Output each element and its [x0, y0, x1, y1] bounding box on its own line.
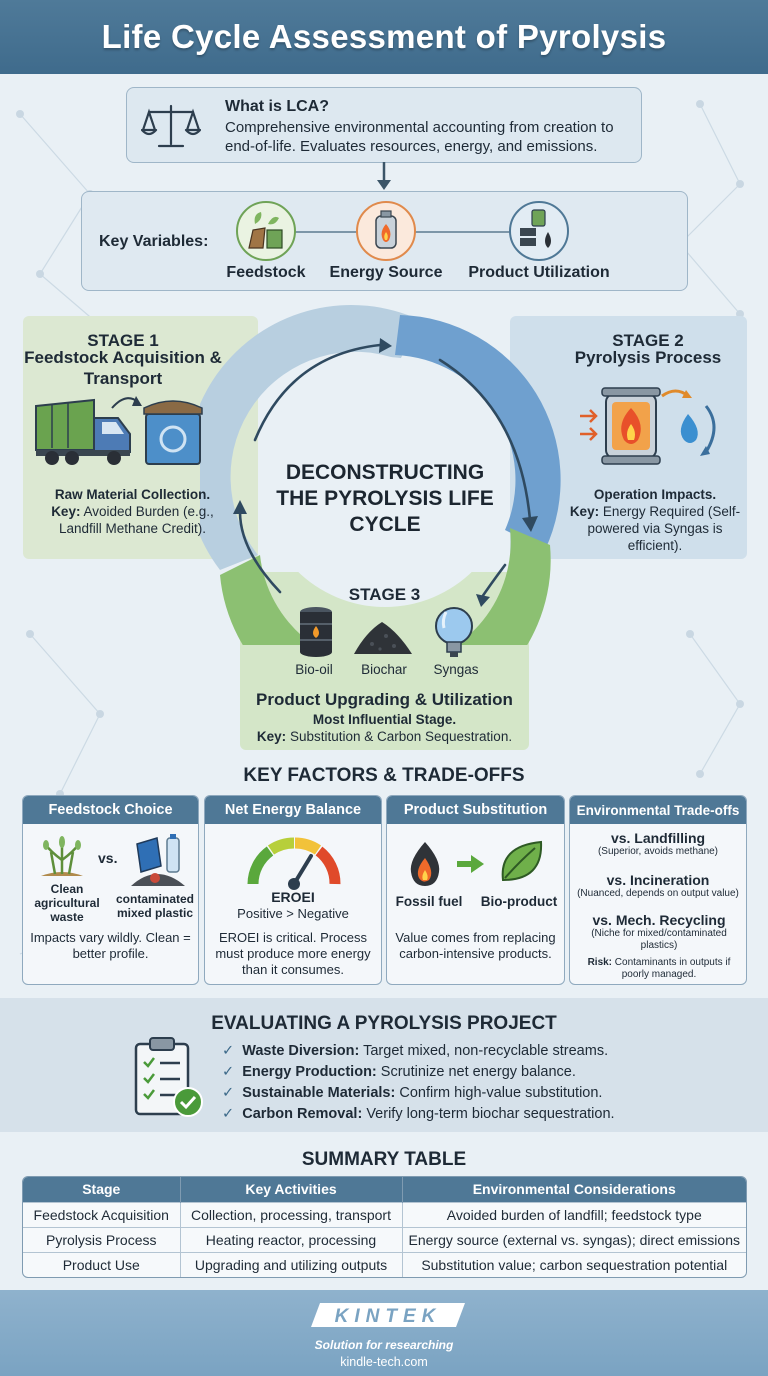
table-cell: Substitution value; carbon sequestration… — [402, 1251, 746, 1277]
stage-3-title: Product Upgrading & Utilization — [256, 690, 513, 709]
footer-website: kindle-tech.com — [340, 1355, 428, 1369]
table-cell: Product Use — [23, 1251, 181, 1277]
key-factors-title: KEY FACTORS & TRADE-OFFS — [243, 765, 525, 786]
key-variables-box: Key Variables: Feedstock Energy Source P… — [81, 191, 688, 291]
evaluate-title: EVALUATING A PYROLYSIS PROJECT — [211, 1013, 557, 1034]
environmental-tradeoffs-heading: Environmental Trade-offs — [570, 796, 746, 824]
product-bio-oil-label: Bio-oil — [295, 662, 333, 677]
cycle-center-title: DECONSTRUCTING THE PYROLYSIS LIFE CYCLE — [276, 461, 494, 536]
evaluate-item-carbon-removal: ✓︎ Carbon Removal: Verify long-term bioc… — [222, 1106, 615, 1122]
arrow-right-icon — [457, 855, 484, 873]
table-cell: Energy source (external vs. syngas); dir… — [402, 1226, 746, 1252]
product-substitution-text: Value comes from replacing carbon-intens… — [395, 930, 556, 961]
header-bar: Life Cycle Assessment of Pyrolysis — [0, 0, 768, 74]
stage-3-label: STAGE 3 — [348, 585, 421, 604]
feedstock-icon — [236, 201, 296, 261]
product-substitution-heading: Product Substitution — [387, 796, 564, 824]
table-row: Pyrolysis Process Heating reactor, proce… — [23, 1226, 746, 1252]
key-variables-label: Key Variables: — [99, 233, 209, 250]
stage-1-title: Feedstock Acquisition & Transport — [24, 348, 222, 388]
energy-source-icon — [356, 201, 416, 261]
table-cell: Pyrolysis Process — [23, 1226, 181, 1252]
eroei-gauge-icon — [247, 837, 341, 890]
mixed-plastic-icon — [131, 834, 185, 886]
summary-table-title: SUMMARY TABLE — [301, 1149, 467, 1170]
table-cell: Heating reactor, processing — [180, 1226, 403, 1252]
feedstock-choice-card: Feedstock Choice vs. Clean agricultural … — [22, 795, 199, 985]
key-variables-connectors — [292, 231, 512, 233]
checklist-clipboard-icon — [134, 1037, 203, 1117]
bio-product-label: Bio-product — [480, 894, 558, 909]
leaf-icon — [501, 840, 543, 882]
lca-description: Comprehensive environmental accounting f… — [225, 119, 614, 155]
column-header-stage: Stage — [23, 1177, 181, 1202]
summary-table: Stage Key Activities Environmental Consi… — [22, 1176, 747, 1278]
svg-text:KINTEK: KINTEK — [335, 1306, 442, 1327]
column-header-environmental-considerations: Environmental Considerations — [402, 1177, 746, 1202]
stage-2-label: STAGE 2 — [612, 331, 684, 350]
kintek-logo: KINTEK — [311, 1303, 465, 1327]
tradeoff-incineration: vs. Incineration (Nuanced, depends on ou… — [577, 872, 739, 899]
stage-1-description: Raw Material Collection. Key: Avoided Bu… — [51, 487, 214, 536]
stage-1-label: STAGE 1 — [87, 331, 159, 350]
product-substitution-card: Product Substitution Fossil fuel Bio-pro… — [386, 795, 565, 985]
fossil-fuel-flame-icon — [410, 842, 440, 886]
contaminated-plastic-label: contaminated mixed plastic — [115, 892, 194, 920]
lca-definition-box: What is LCA? Comprehensive environmental… — [126, 87, 642, 163]
syngas-bulb-icon — [435, 607, 473, 657]
eroei-label: EROEI — [271, 889, 315, 905]
oil-barrel-icon — [300, 607, 332, 657]
life-cycle-ring — [200, 305, 561, 645]
feedstock-choice-text: Impacts vary wildly. Clean = better prof… — [30, 930, 191, 961]
page-title: Life Cycle Assessment of Pyrolysis — [101, 18, 667, 55]
fossil-fuel-label: Fossil fuel — [395, 894, 463, 909]
biochar-pile-icon — [354, 622, 412, 654]
product-utilization-icon — [509, 201, 569, 261]
evaluate-item-sustainable-materials: ✓︎ Sustainable Materials: Confirm high-v… — [222, 1085, 603, 1101]
agricultural-waste-icon — [41, 836, 83, 876]
pyrolysis-reactor-icon — [580, 387, 716, 465]
lca-title: What is LCA? — [225, 98, 329, 115]
clean-waste-label: Clean agricultural waste — [34, 882, 100, 924]
product-biochar-label: Biochar — [361, 662, 407, 677]
table-cell: Avoided burden of landfill; feedstock ty… — [402, 1201, 746, 1227]
table-cell: Upgrading and utilizing outputs — [180, 1251, 403, 1277]
key-variable-energy-source: Energy Source — [329, 264, 443, 281]
arrow-down-icon — [377, 162, 391, 190]
tradeoff-landfilling: vs. Landfilling (Superior, avoids methan… — [597, 830, 719, 857]
evaluate-section — [0, 998, 768, 1132]
table-cell: Collection, processing, transport — [180, 1201, 403, 1227]
vs-label: vs. — [98, 850, 118, 866]
stage-2-description: Operation Impacts. Key: Energy Required … — [569, 487, 741, 553]
net-energy-balance-text: EROEI is critical. Process must produce … — [215, 930, 371, 977]
key-variable-feedstock: Feedstock — [226, 264, 306, 281]
evaluate-item-energy-production: ✓︎ Energy Production: Scrutinize net ene… — [222, 1064, 576, 1080]
eroei-subtitle: Positive > Negative — [237, 906, 349, 921]
table-cell: Feedstock Acquisition — [23, 1201, 181, 1227]
table-row: Product Use Upgrading and utilizing outp… — [23, 1251, 746, 1277]
table-row: Feedstock Acquisition Collection, proces… — [23, 1201, 746, 1227]
product-syngas-label: Syngas — [433, 662, 479, 677]
net-energy-balance-heading: Net Energy Balance — [205, 796, 381, 824]
balance-scale-icon — [141, 104, 201, 148]
feedstock-choice-heading: Feedstock Choice — [23, 796, 198, 824]
stage-3-description: Most Influential Stage. Key: Substitutio… — [256, 712, 513, 744]
key-variable-product-utilization: Product Utilization — [468, 264, 610, 281]
evaluate-item-waste-diversion: ✓︎ Waste Diversion: Target mixed, non-re… — [222, 1043, 609, 1059]
column-header-key-activities: Key Activities — [180, 1177, 403, 1202]
tradeoff-risk: Risk: Contaminants in outputs if poorly … — [587, 957, 731, 980]
stage-2-title: Pyrolysis Process — [574, 348, 722, 367]
environmental-tradeoffs-card: Environmental Trade-offs vs. Landfilling… — [569, 795, 747, 985]
net-energy-balance-card: Net Energy Balance EROEI Positive > Nega… — [204, 795, 382, 985]
footer-tagline: Solution for researching — [314, 1338, 454, 1352]
garbage-truck-icon — [35, 396, 203, 465]
tradeoff-mech-recycling: vs. Mech. Recycling (Niche for mixed/con… — [591, 912, 727, 951]
